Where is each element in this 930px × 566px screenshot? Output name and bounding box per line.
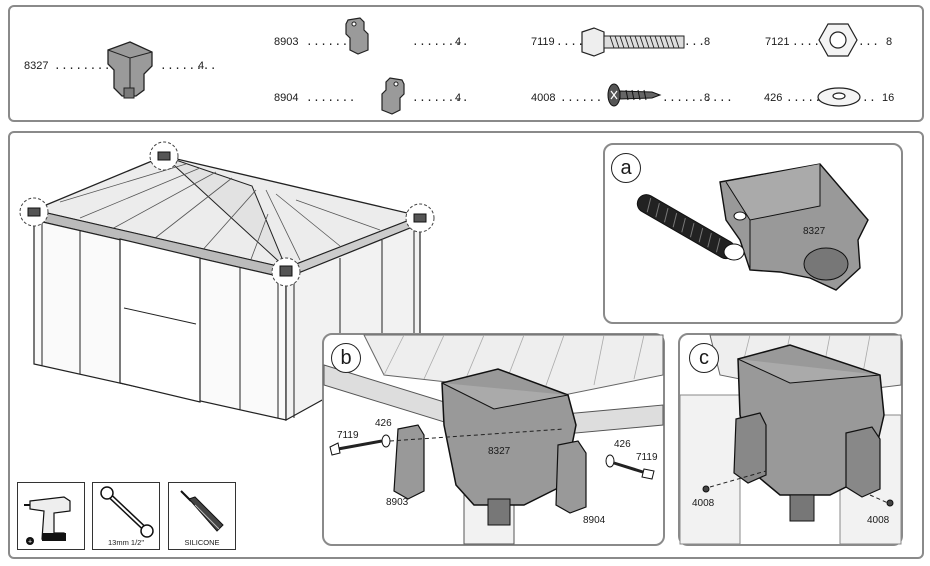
gazebo-illustration <box>19 141 435 422</box>
step-c-label-4008-right: 4008 <box>867 515 890 526</box>
part-qty-8327: 4 <box>198 60 205 72</box>
part-qty-7119: 8 <box>704 36 711 48</box>
part-qty-4008: 8 <box>704 92 711 104</box>
step-a-illustration <box>636 163 869 291</box>
leader-dots: ........ <box>412 91 469 104</box>
leader-dots: ....... <box>306 91 356 104</box>
part-code-8903: 8903 <box>274 36 299 48</box>
part-code-426: 426 <box>764 92 783 104</box>
part-qty-8903: 4 <box>455 36 462 48</box>
step-b-label-426-left: 426 <box>375 418 392 429</box>
leader-dots: ..... <box>786 91 822 104</box>
step-b-label-8904: 8904 <box>583 515 606 526</box>
screw-icon <box>607 83 662 107</box>
step-b-label-8903: 8903 <box>386 497 409 508</box>
leader-dots: ....... <box>306 35 356 48</box>
step-b-letter: b <box>331 343 361 373</box>
part-code-4008: 4008 <box>531 92 556 104</box>
step-b-illustration <box>323 334 664 545</box>
step-c-label-4008-left: 4008 <box>692 498 715 509</box>
step-a-letter: a <box>611 153 641 183</box>
leader-dots: .......... <box>54 59 126 72</box>
leader-dots: .......... <box>662 91 734 104</box>
leader-dots: ...... <box>560 91 603 104</box>
wrench-tool-box: 13mm 1/2" <box>92 482 160 550</box>
part-code-7121: 7121 <box>765 36 790 48</box>
drill-icon: + <box>24 496 71 546</box>
leader-dots: ........ <box>412 35 469 48</box>
leader-dots: .. <box>862 91 877 104</box>
parts-list-panel <box>8 5 924 122</box>
silicone-tool-box: SILICONE <box>168 482 236 550</box>
leader-dots: ..... <box>792 35 828 48</box>
step-b-label-426-right: 426 <box>614 439 631 450</box>
bolt-icon <box>581 27 685 57</box>
step-b-label-7119-left: 7119 <box>337 430 359 441</box>
leader-dots: ... <box>684 35 706 48</box>
wrench-icon <box>100 486 154 538</box>
drill-tool-box: + <box>17 482 85 550</box>
step-a-part-label: 8327 <box>803 226 826 237</box>
part-code-8904: 8904 <box>274 92 299 104</box>
hex-nut-icon <box>818 23 858 57</box>
silicone-caption: SILICONE <box>184 538 220 547</box>
leader-dots: ... <box>858 35 880 48</box>
part-qty-426: 16 <box>882 92 895 104</box>
bracket-8904-icon <box>381 77 405 115</box>
step-c-illustration <box>679 334 902 545</box>
step-c-letter: c <box>689 343 719 373</box>
washer-icon <box>817 87 861 107</box>
step-b-label-8327: 8327 <box>488 446 511 457</box>
part-qty-7121: 8 <box>886 36 893 48</box>
wrench-size-caption: 13mm 1/2" <box>107 538 144 547</box>
silicone-tube-icon <box>180 490 224 532</box>
bracket-8903-icon <box>345 17 369 55</box>
step-b-label-7119-right: 7119 <box>636 452 658 463</box>
part-code-8327: 8327 <box>24 60 49 72</box>
corner-bracket-icon <box>107 41 153 99</box>
leader-dots: ........ <box>160 59 217 72</box>
part-qty-8904: 4 <box>455 92 462 104</box>
svg-text:+: + <box>28 539 32 546</box>
part-code-7119: 7119 <box>531 36 555 48</box>
